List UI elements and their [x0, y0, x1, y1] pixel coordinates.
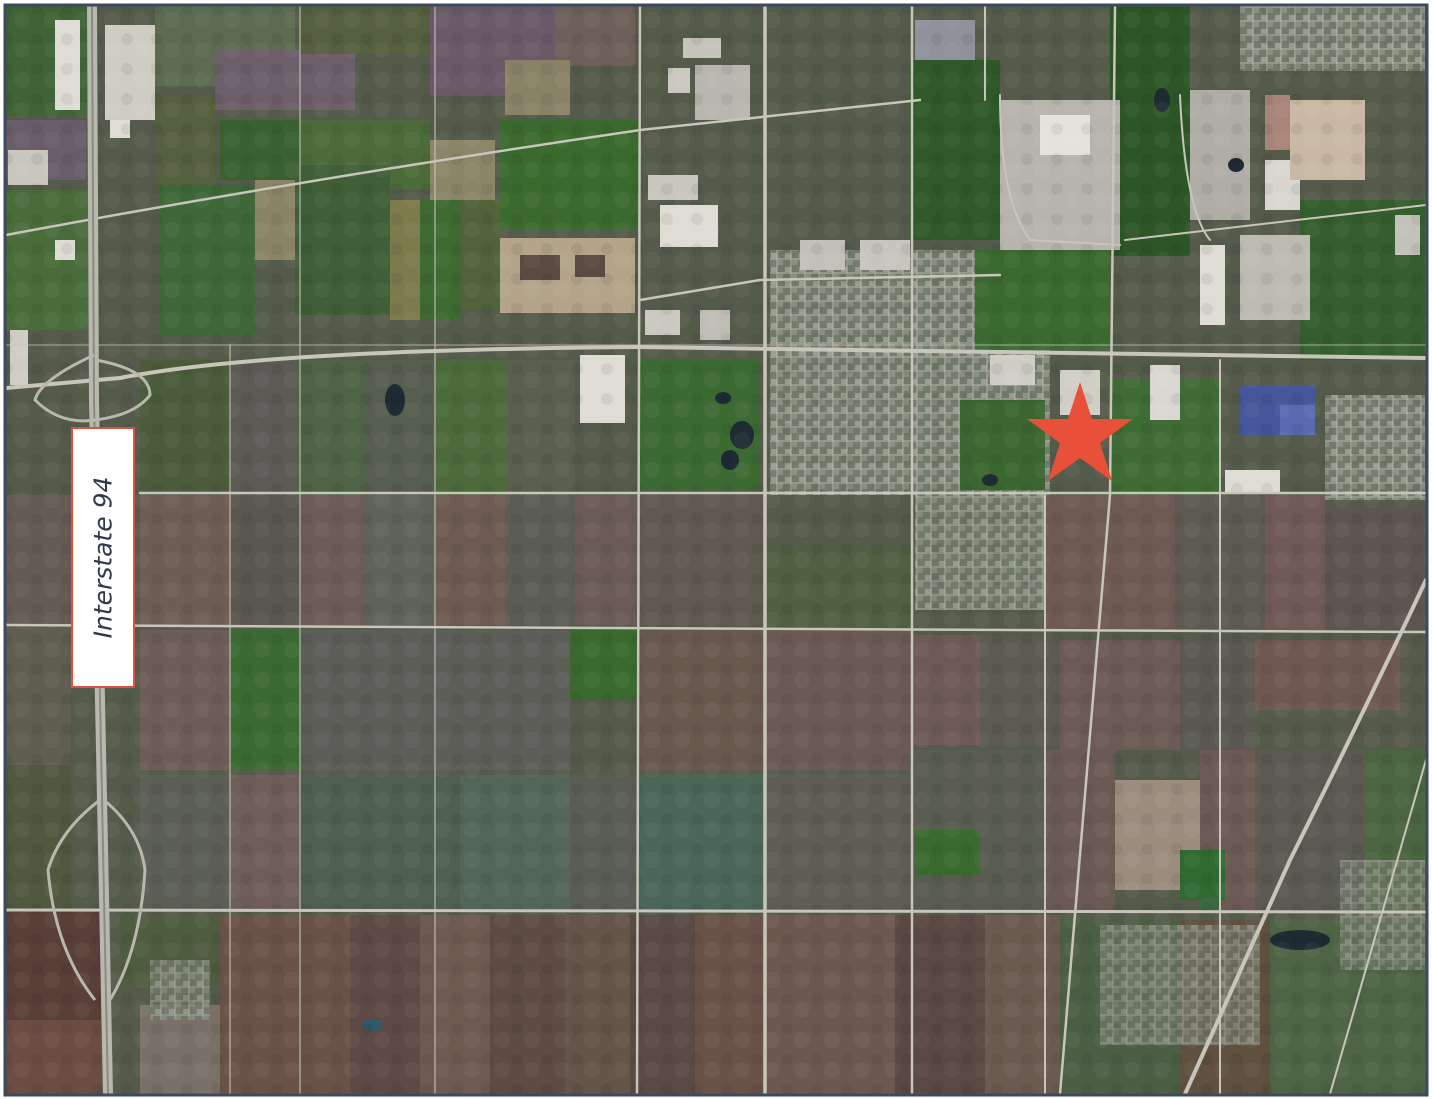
roads: [4, 4, 1428, 1096]
highway-label-text: Interstate 94: [88, 476, 118, 639]
star-icon[interactable]: [1027, 382, 1133, 481]
highway-label-interstate-94: Interstate 94: [71, 427, 135, 688]
map-frame: [3, 3, 1429, 1097]
